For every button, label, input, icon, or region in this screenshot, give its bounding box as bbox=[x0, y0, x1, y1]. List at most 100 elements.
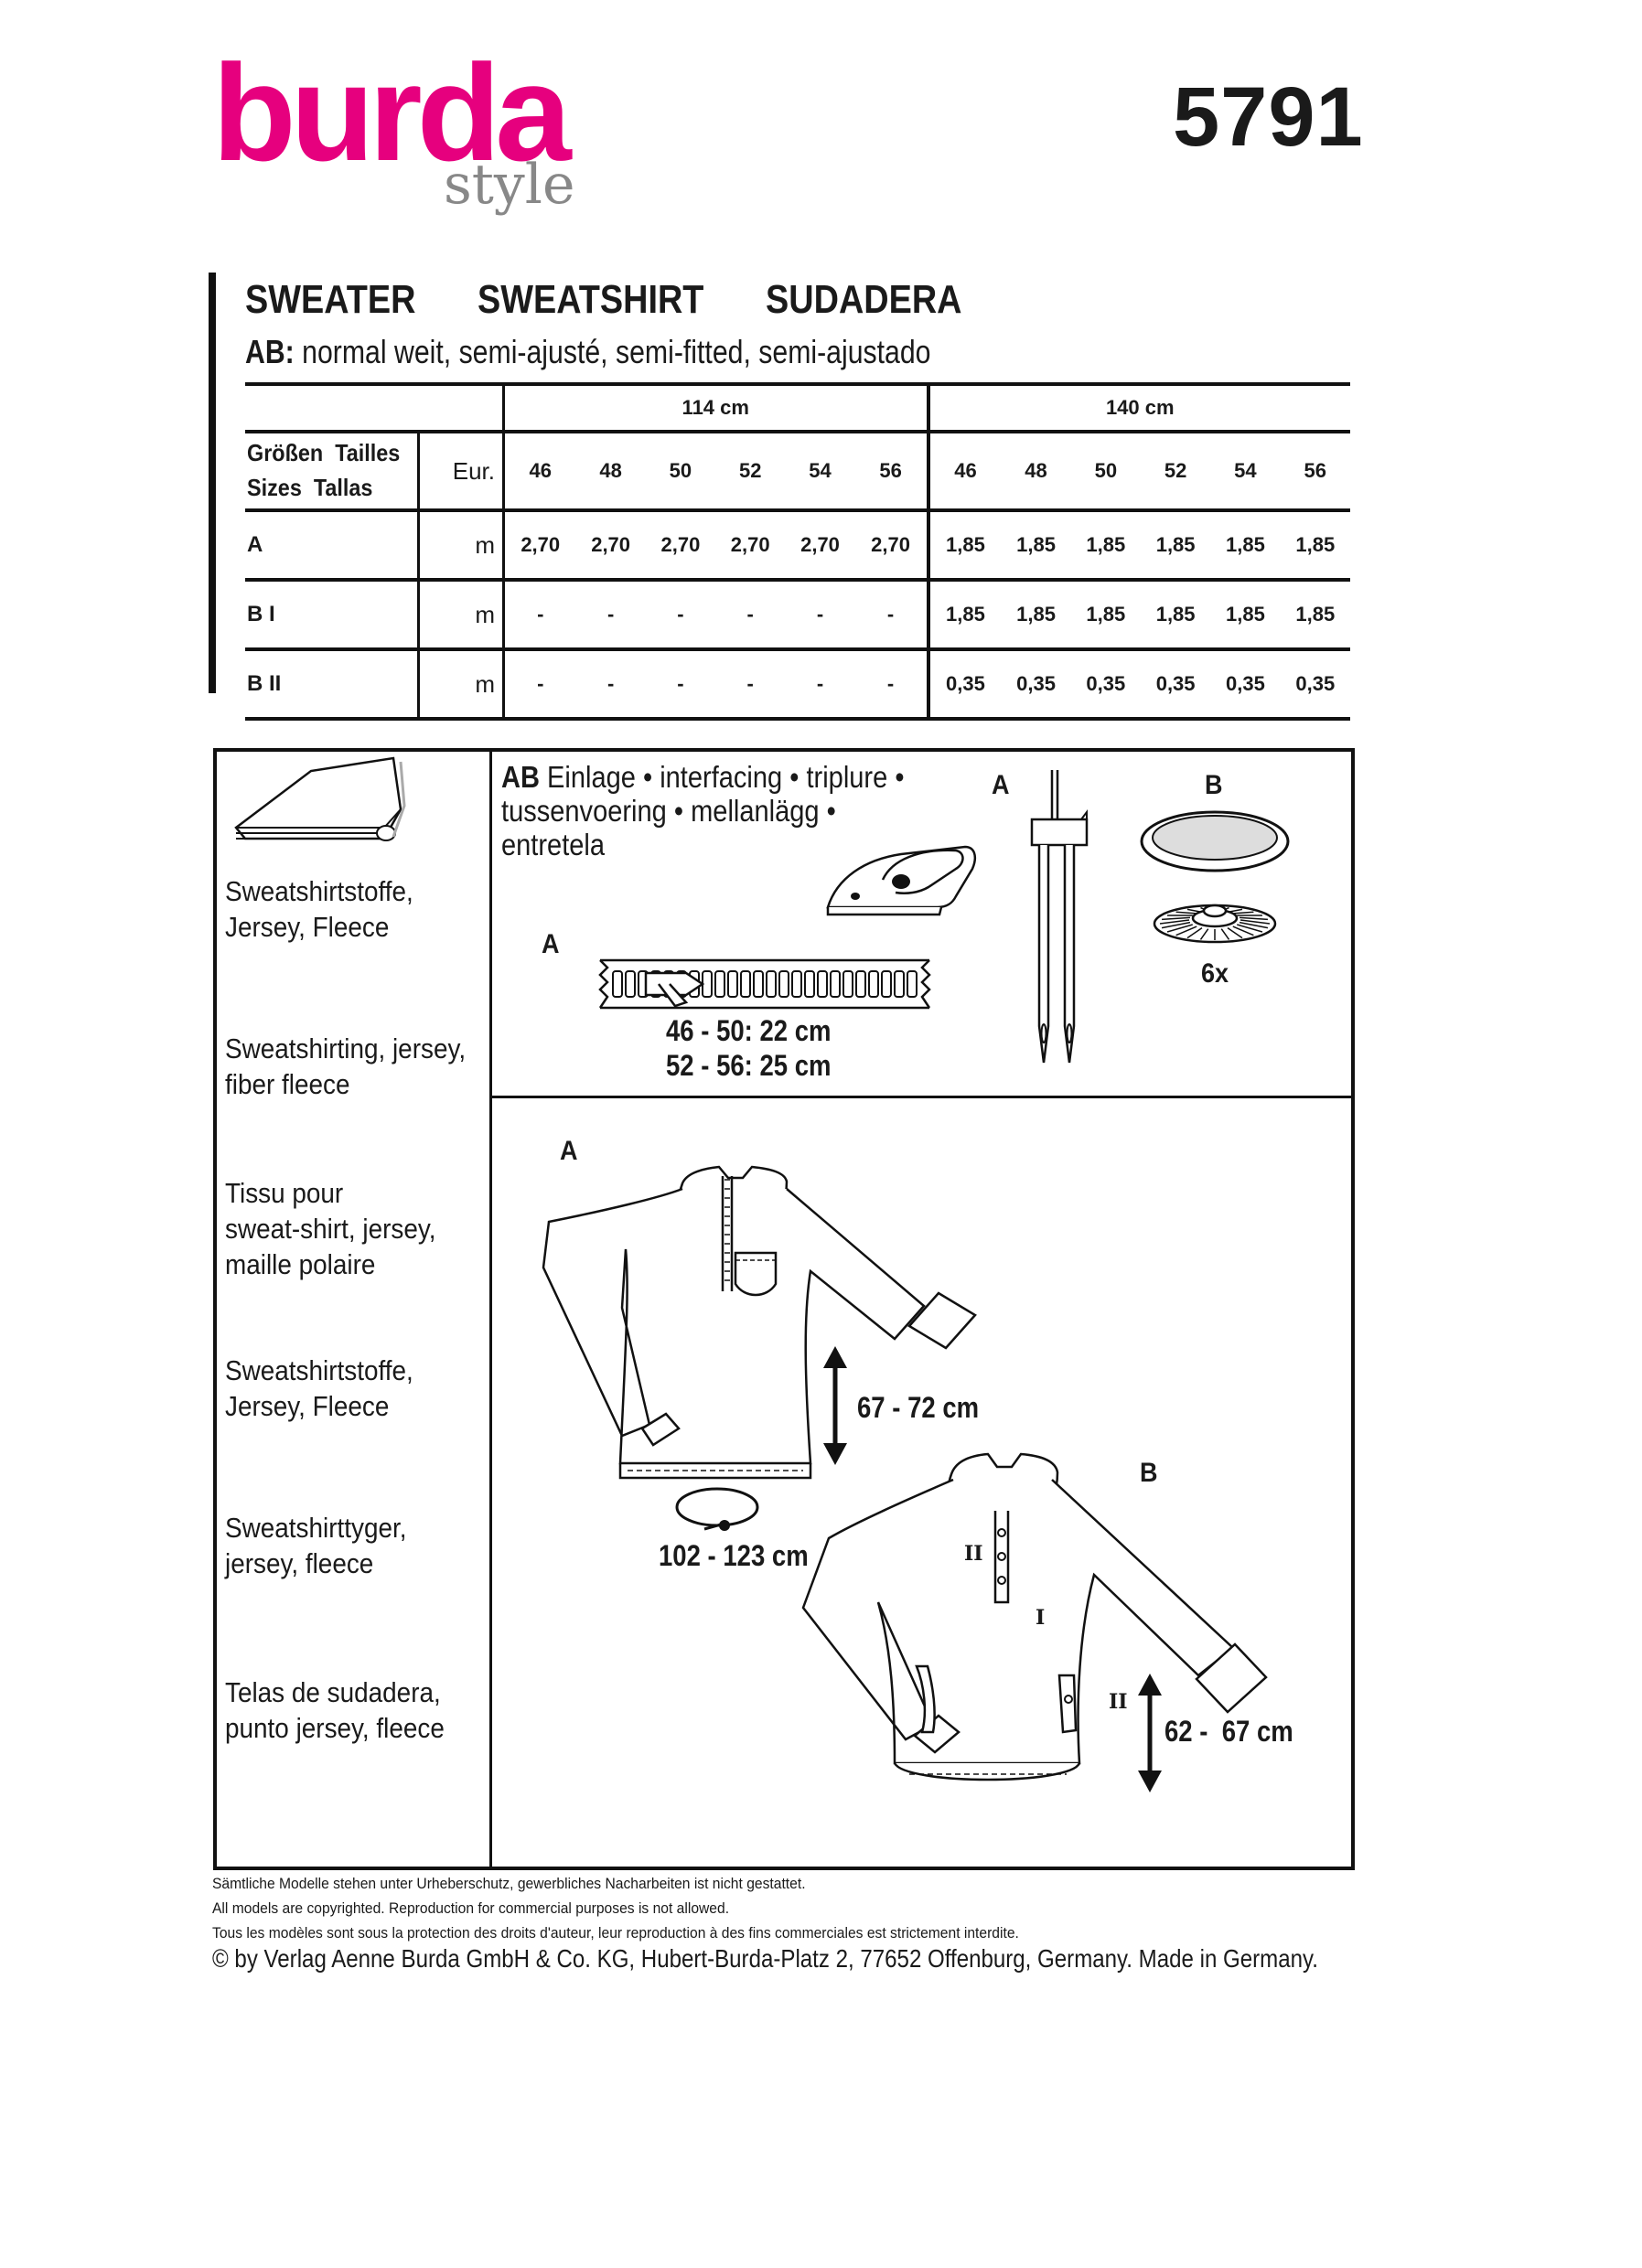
size-header: 54 bbox=[1210, 430, 1281, 510]
box-divider-horizontal bbox=[489, 1096, 1351, 1098]
yardage-value: 0,35 bbox=[1140, 647, 1211, 721]
zipper-tag: A bbox=[542, 929, 560, 959]
interfacing-tag: AB bbox=[501, 760, 540, 794]
view-b-length-arrow bbox=[1138, 1674, 1162, 1792]
yardage-value: - bbox=[785, 647, 855, 721]
size-header: 56 bbox=[854, 430, 928, 510]
size-header: 50 bbox=[645, 430, 716, 510]
yardage-value: - bbox=[785, 578, 855, 649]
size-header: 52 bbox=[1140, 430, 1211, 510]
interfacing-text: AB Einlage • interfacing • triplure • tu… bbox=[501, 760, 905, 862]
yardage-value: 0,35 bbox=[1070, 647, 1141, 721]
corner-cell bbox=[418, 382, 504, 432]
size-header: 54 bbox=[785, 430, 855, 510]
size-header: 48 bbox=[1001, 430, 1071, 510]
yardage-value: - bbox=[715, 578, 786, 649]
legal-fr: Tous les modèles sont sous la protection… bbox=[212, 1924, 1019, 1942]
yardage-value: - bbox=[854, 578, 928, 649]
view-b-label: B bbox=[1140, 1458, 1158, 1488]
yardage-value: 1,85 bbox=[1210, 508, 1281, 580]
yardage-value: - bbox=[502, 647, 576, 721]
view-label: B II bbox=[245, 647, 419, 721]
yardage-value: - bbox=[854, 647, 928, 721]
size-header: 48 bbox=[575, 430, 646, 510]
yardage-value: 0,35 bbox=[926, 647, 1002, 721]
width-header-114: 114 cm bbox=[501, 382, 928, 432]
fabric-bolt-icon bbox=[234, 756, 406, 841]
corner-cell bbox=[245, 382, 419, 432]
box-divider-vertical bbox=[489, 748, 492, 1867]
yardage-value: 0,35 bbox=[1001, 647, 1071, 721]
view-b-marker-1: II bbox=[964, 1542, 983, 1566]
legal-de: Sämtliche Modelle stehen unter Urhebersc… bbox=[212, 1875, 806, 1892]
page-title: SWEATER SWEATSHIRT SUDADERA bbox=[245, 277, 962, 322]
yardage-value: 0,35 bbox=[1210, 647, 1281, 721]
view-a-sweater-illustration bbox=[542, 1165, 977, 1480]
yardage-value: 1,85 bbox=[926, 578, 1002, 649]
yardage-value: 2,70 bbox=[645, 508, 716, 580]
zipper-length-1: 46 - 50: 22 cm bbox=[666, 1014, 832, 1047]
zipper-length-2: 52 - 56: 25 cm bbox=[666, 1049, 832, 1082]
subtitle-text: normal weit, semi-ajusté, semi-fitted, s… bbox=[294, 333, 931, 370]
needle-tag: A bbox=[992, 770, 1010, 800]
size-header: 56 bbox=[1280, 430, 1350, 510]
unit-label: m bbox=[417, 647, 504, 721]
brand-logo-sub: style bbox=[444, 153, 575, 217]
snaps-tag: B bbox=[1205, 770, 1223, 800]
fabric-text-fr: Tissu pour sweat-shirt, jersey, maille p… bbox=[225, 1177, 436, 1280]
sizes-label-line2: Sizes Tallas bbox=[247, 474, 373, 501]
view-b-marker-2: I bbox=[1036, 1606, 1046, 1630]
view-b-sweater-illustration bbox=[801, 1452, 1268, 1781]
size-header: 52 bbox=[715, 430, 786, 510]
unit-label: m bbox=[417, 508, 504, 580]
fabric-text-sv: Sweatshirttyger, jersey, fleece bbox=[225, 1512, 407, 1579]
yardage-value: 1,85 bbox=[1001, 578, 1071, 649]
yardage-value: 1,85 bbox=[1140, 508, 1211, 580]
yardage-value: - bbox=[645, 647, 716, 721]
yardage-value: 2,70 bbox=[502, 508, 576, 580]
yardage-value: - bbox=[715, 647, 786, 721]
yardage-value: - bbox=[645, 578, 716, 649]
yardage-value: 1,85 bbox=[1210, 578, 1281, 649]
yardage-value: 1,85 bbox=[1070, 508, 1141, 580]
width-header-140: 140 cm bbox=[926, 382, 1350, 432]
yardage-value: 2,70 bbox=[715, 508, 786, 580]
sizes-label-line1: Größen Tailles bbox=[247, 439, 401, 467]
yardage-value: 0,35 bbox=[1280, 647, 1350, 721]
eur-label: Eur. bbox=[417, 430, 504, 510]
view-a-length: 67 - 72 cm bbox=[857, 1391, 980, 1424]
copyright: © by Verlag Aenne Burda GmbH & Co. KG, H… bbox=[212, 1944, 1318, 1973]
view-label: A bbox=[245, 508, 419, 580]
pattern-number: 5791 bbox=[1173, 70, 1364, 164]
yardage-value: - bbox=[575, 647, 646, 721]
size-header: 46 bbox=[502, 430, 576, 510]
view-label: B I bbox=[245, 578, 419, 649]
twin-needle-icon bbox=[1030, 770, 1089, 1064]
fabric-text-nl: Sweatshirtstoffe, Jersey, Fleece bbox=[225, 1354, 413, 1422]
fabric-text-en: Sweatshirting, jersey, fiber fleece bbox=[225, 1032, 467, 1100]
yardage-value: 1,85 bbox=[1280, 508, 1350, 580]
yardage-value: - bbox=[502, 578, 576, 649]
view-a-length-arrow bbox=[823, 1346, 847, 1465]
yardage-value: 1,85 bbox=[1280, 578, 1350, 649]
yardage-value: 1,85 bbox=[926, 508, 1002, 580]
view-b-marker-3: II bbox=[1109, 1690, 1128, 1714]
fabric-text-es: Telas de sudadera, punto jersey, fleece bbox=[225, 1676, 445, 1744]
legal-en: All models are copyrighted. Reproduction… bbox=[212, 1899, 730, 1917]
zipper-icon bbox=[598, 958, 931, 1010]
iron-icon bbox=[826, 845, 976, 916]
header-accent-bar bbox=[209, 273, 216, 693]
interfacing-names: Einlage • interfacing • triplure • tusse… bbox=[501, 760, 905, 861]
unit-label: m bbox=[417, 578, 504, 649]
page-subtitle: AB: normal weit, semi-ajusté, semi-fitte… bbox=[245, 333, 931, 371]
size-header: 46 bbox=[926, 430, 1002, 510]
snaps-qty: 6x bbox=[1201, 958, 1229, 989]
view-a-label: A bbox=[560, 1136, 578, 1166]
yardage-value: - bbox=[575, 578, 646, 649]
snap-fastener-icon bbox=[1140, 810, 1290, 944]
view-b-length: 62 - 67 cm bbox=[1164, 1715, 1293, 1748]
